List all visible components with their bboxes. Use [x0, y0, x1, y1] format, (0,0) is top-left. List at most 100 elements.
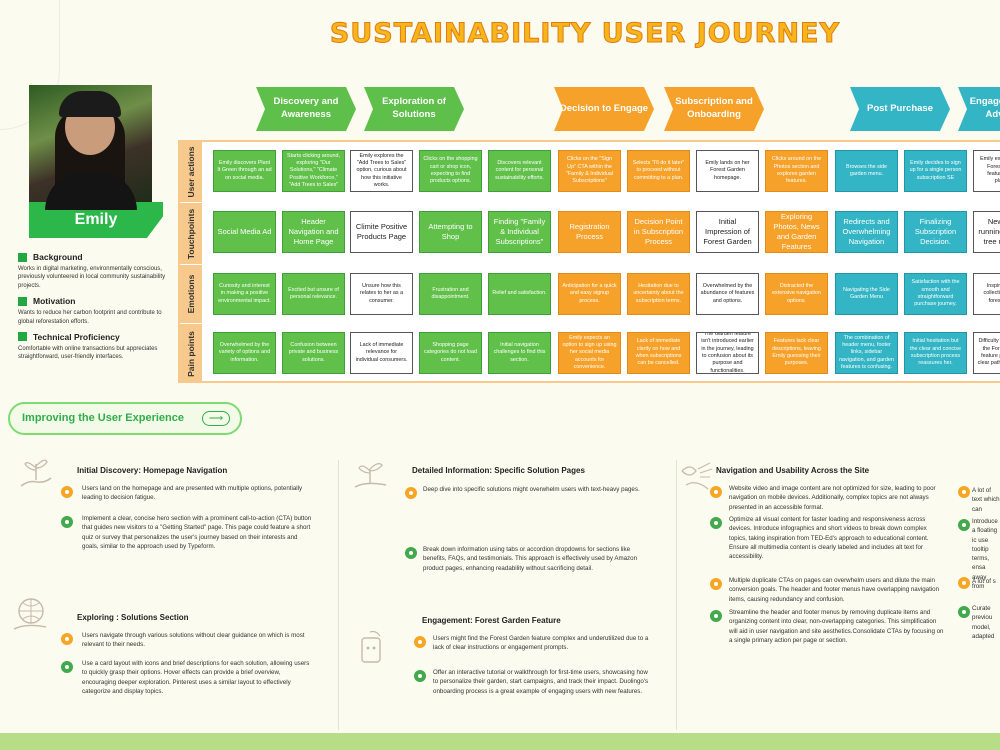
journey-cell: Lack of immediate relevance for individu…	[350, 332, 413, 374]
journey-cell: Overwhelmed by the abundance of features…	[696, 273, 759, 315]
solution-text: Implement a clear, concise hero section …	[82, 515, 312, 550]
row-label: User actions	[180, 142, 202, 202]
journey-cell: Navigating the Side Garden Menu	[835, 273, 898, 315]
journey-cell: Discovers relevant content for personal …	[488, 150, 551, 192]
row-label: Pain points	[180, 324, 202, 383]
row-label: Emotions	[180, 265, 202, 323]
plug-leaf-icon	[361, 630, 381, 663]
pain-point-dot-icon	[958, 486, 970, 498]
journey-cell: The combination of header menu, footer l…	[835, 332, 898, 374]
persona-section-text: Comfortable with online transactions but…	[18, 345, 158, 361]
journey-cell: Initial Impression of Forest Garden	[696, 211, 759, 253]
solution-text: Streamline the header and footer menus b…	[729, 609, 944, 644]
row-label: Touchpoints	[180, 203, 202, 264]
solution-dot-icon	[414, 670, 426, 682]
journey-cell: Emily decides to sign up for a single pe…	[904, 150, 967, 192]
pain-point-text: A lot of text which can	[972, 487, 1000, 513]
journey-cell: Emily explores other Forest Garden featu…	[973, 150, 1000, 192]
footer-bar	[0, 733, 1000, 750]
solution-text: Curate previou model, adapted	[972, 605, 995, 640]
journey-cell: Clicks on the shopping cart or shop icon…	[419, 150, 482, 192]
journey-cell: Features lack clear descriptions, leavin…	[765, 332, 828, 374]
pain-point-text: Deep dive into specific solutions might …	[423, 486, 640, 493]
journey-cell: Finalizing Subscription Decision.	[904, 211, 967, 253]
solution-text: Break down information using tabs or acc…	[423, 546, 638, 572]
journey-cell: Exploring Photos, News and Garden Featur…	[765, 211, 828, 253]
globe-hand-icon	[13, 598, 47, 630]
solution-text: Use a card layout with icons and brief d…	[82, 660, 310, 695]
journey-cell: Emily discovers Plant It Green through a…	[213, 150, 276, 192]
column-divider	[676, 460, 677, 730]
section-title: Exploring : Solutions Section	[77, 613, 189, 622]
journey-cell: Browses the side garden menu.	[835, 150, 898, 192]
pain-point-text: Website video and image content are not …	[729, 485, 936, 511]
pain-point-dot-icon	[414, 636, 426, 648]
persona-section-heading: Background	[18, 252, 178, 262]
journey-cell: Redirects and Overwhelming Navigation	[835, 211, 898, 253]
journey-cell: Attempting to Shop	[419, 211, 482, 253]
seedling-hand-icon	[354, 463, 387, 488]
pain-point-dot-icon	[61, 486, 73, 498]
phase-subscription: Subscription and Onboarding	[664, 87, 764, 131]
pain-point-text: Users land on the homepage and are prese…	[82, 485, 303, 502]
journey-cell: Climite Positive Products Page	[350, 211, 413, 253]
journey-cell: Anticipation for a quick and easy signup…	[558, 273, 621, 315]
phase-exploration: Exploration of Solutions	[364, 87, 464, 131]
journey-cell: Lack of immediate clarity on how and whe…	[627, 332, 690, 374]
journey-cell: Initial navigation challenges to find th…	[488, 332, 551, 374]
pain-point-text: A lot of s	[972, 578, 996, 585]
pain-point-dot-icon	[710, 486, 722, 498]
journey-cell: Emily expects an option to sign up using…	[558, 332, 621, 374]
arrow-right-icon: ⟶	[202, 411, 230, 426]
journey-cell: Emily explores the "Add Trees to Sales" …	[350, 150, 413, 192]
watering-can-icon	[681, 462, 713, 490]
solution-dot-icon	[958, 519, 970, 531]
page-title: SUSTAINABILITY USER JOURNEY	[329, 18, 841, 50]
bullet-square-icon	[18, 296, 27, 306]
journey-cell: Registration Process	[558, 211, 621, 253]
journey-cell: Hesitation due to uncertainty about the …	[627, 273, 690, 315]
journey-cell: Inspired by the collection and the fores…	[973, 273, 1000, 315]
solution-text: Offer an interactive tutorial or walkthr…	[433, 669, 649, 695]
journey-cell: Clicks on the "Sign Up" CTA within the "…	[558, 150, 621, 192]
pain-point-dot-icon	[61, 633, 73, 645]
persona-section-text: Wants to reduce her carbon footprint and…	[18, 310, 162, 325]
pain-point-text: Users navigate through various solutions…	[82, 632, 305, 649]
solution-dot-icon	[710, 610, 722, 622]
phase-discovery: Discovery and Awareness	[256, 87, 356, 131]
plant-hand-icon	[20, 459, 52, 487]
journey-cell: Relief and satisfaction.	[488, 273, 551, 315]
journey-cell: Clicks around on the Photos section and …	[765, 150, 828, 192]
solution-text: Optimize all visual content for faster l…	[729, 516, 929, 561]
solution-dot-icon	[405, 547, 417, 559]
journey-cell: Excited but unsure of personal relevance…	[282, 273, 345, 315]
persona-avatar	[29, 85, 152, 210]
section-title: Navigation and Usability Across the Site	[716, 466, 870, 475]
column-divider	[338, 460, 339, 730]
bullet-square-icon	[18, 252, 27, 262]
journey-cell: Shopping page categories do not load con…	[419, 332, 482, 374]
bullet-square-icon	[18, 332, 27, 342]
section-title: Detailed Information: Specific Solution …	[412, 466, 585, 475]
journey-cell: Curiosity and interest in making a posit…	[213, 273, 276, 315]
phase-decision: Decision to Engage	[554, 87, 654, 131]
phase-engagement: Engagement and Advocacy	[958, 87, 1000, 131]
solution-dot-icon	[710, 517, 722, 529]
pain-point-dot-icon	[710, 578, 722, 590]
journey-cell: Difficulty in navigating the Forest Gard…	[973, 332, 1000, 374]
journey-cell: Selects "I'll do it later" to proceed wi…	[627, 150, 690, 192]
improve-ux-button[interactable]: Improving the User Experience ⟶	[8, 402, 242, 435]
journey-cell: Starts clicking around, exploring "Our S…	[282, 150, 345, 192]
pain-point-dot-icon	[405, 487, 417, 499]
persona-section-heading: Motivation	[18, 296, 178, 306]
journey-cell: Finding "Family & Individual Subscriptio…	[488, 211, 551, 253]
journey-cell: Initial hesitation but the clear and con…	[904, 332, 967, 374]
persona-info: Background Works in digital marketing, e…	[18, 252, 178, 368]
phase-post-purchase: Post Purchase	[850, 87, 950, 131]
journey-cell: News and running out and tree updates	[973, 211, 1000, 253]
journey-cell: Confusion between private and business s…	[282, 332, 345, 374]
solution-dot-icon	[61, 516, 73, 528]
journey-cell: Social Media Ad	[213, 211, 276, 253]
journey-cell: Frustration and disappointment.	[419, 273, 482, 315]
